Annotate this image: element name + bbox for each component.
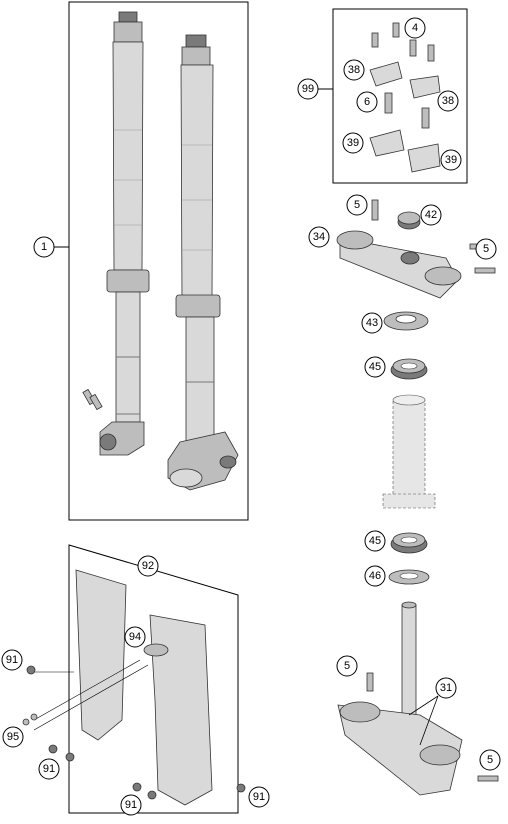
callout-4: 4	[404, 17, 426, 39]
callout-46: 46	[364, 565, 386, 587]
callout-95-label: 95	[7, 731, 19, 743]
left-fork-leg	[99, 11, 150, 456]
callout-34-label: 34	[313, 231, 325, 243]
callout-45-b: 45	[364, 530, 386, 552]
callout-92-label: 92	[142, 560, 154, 572]
callout-91-c: 91	[120, 794, 142, 816]
guard-leader-lines	[32, 659, 149, 731]
callout-91-a-label: 91	[6, 654, 18, 666]
steering-tube-sleeve	[382, 394, 436, 509]
callout-99-label: 99	[302, 83, 314, 95]
callout-31-label: 31	[440, 682, 452, 694]
callout-38-b-label: 38	[442, 95, 454, 107]
callout-92: 92	[137, 555, 159, 577]
bearing-45-lower	[390, 532, 428, 554]
callout-91-d: 91	[248, 786, 270, 808]
callout-5-b: 5	[475, 238, 497, 260]
fork-guards	[75, 569, 213, 806]
right-fork-leg	[167, 34, 239, 491]
callout-94: 94	[124, 626, 146, 648]
callout-42-label: 42	[425, 209, 437, 221]
callout-43: 43	[361, 312, 383, 334]
upper-triple-clamp	[336, 199, 496, 299]
callout-5-d: 5	[479, 749, 501, 771]
callout-1: 1	[33, 236, 55, 258]
callout-45-a: 45	[364, 356, 386, 378]
callout-46-label: 46	[369, 570, 381, 582]
callout-38-b: 38	[437, 90, 459, 112]
seal-46	[388, 569, 430, 585]
clamp-kit-frame	[332, 8, 468, 184]
leader-lines-31	[408, 695, 439, 746]
callout-6: 6	[356, 91, 378, 113]
callout-91-c-label: 91	[125, 799, 137, 811]
callout-45-a-label: 45	[369, 361, 381, 373]
callout-5-a: 5	[346, 194, 368, 216]
callout-91-d-label: 91	[253, 791, 265, 803]
callout-99: 99	[297, 78, 319, 100]
callout-91-a: 91	[1, 649, 23, 671]
clamp-kit-parts	[369, 22, 441, 173]
callout-1-label: 1	[41, 241, 47, 253]
callout-5-a-label: 5	[354, 199, 360, 211]
callout-45-b-label: 45	[369, 535, 381, 547]
bearing-45-upper	[390, 358, 428, 380]
callout-91-b: 91	[38, 758, 60, 780]
guard-screws	[22, 665, 246, 800]
callout-39-b: 39	[440, 149, 462, 171]
callout-95: 95	[2, 726, 24, 748]
callout-38-a-label: 38	[348, 64, 360, 76]
callout-4-label: 4	[412, 22, 418, 34]
callout-39-a: 39	[342, 132, 364, 154]
callout-5-c: 5	[336, 655, 358, 677]
callout-6-label: 6	[364, 96, 370, 108]
callout-34: 34	[308, 226, 330, 248]
callout-39-a-label: 39	[347, 137, 359, 149]
callout-43-label: 43	[366, 317, 378, 329]
fork-assembly-frame	[68, 1, 249, 521]
small-bolts	[82, 388, 103, 411]
callout-39-b-label: 39	[445, 154, 457, 166]
lower-triple-clamp	[337, 601, 499, 796]
callout-31: 31	[435, 677, 457, 699]
callout-5-c-label: 5	[344, 660, 350, 672]
seal-43	[383, 311, 429, 331]
callout-94-label: 94	[129, 631, 141, 643]
callout-91-b-label: 91	[43, 763, 55, 775]
callout-5-b-label: 5	[483, 243, 489, 255]
callout-38-a: 38	[343, 59, 365, 81]
callout-5-d-label: 5	[487, 754, 493, 766]
callout-42: 42	[420, 204, 442, 226]
fork-guard-frame	[68, 544, 239, 814]
